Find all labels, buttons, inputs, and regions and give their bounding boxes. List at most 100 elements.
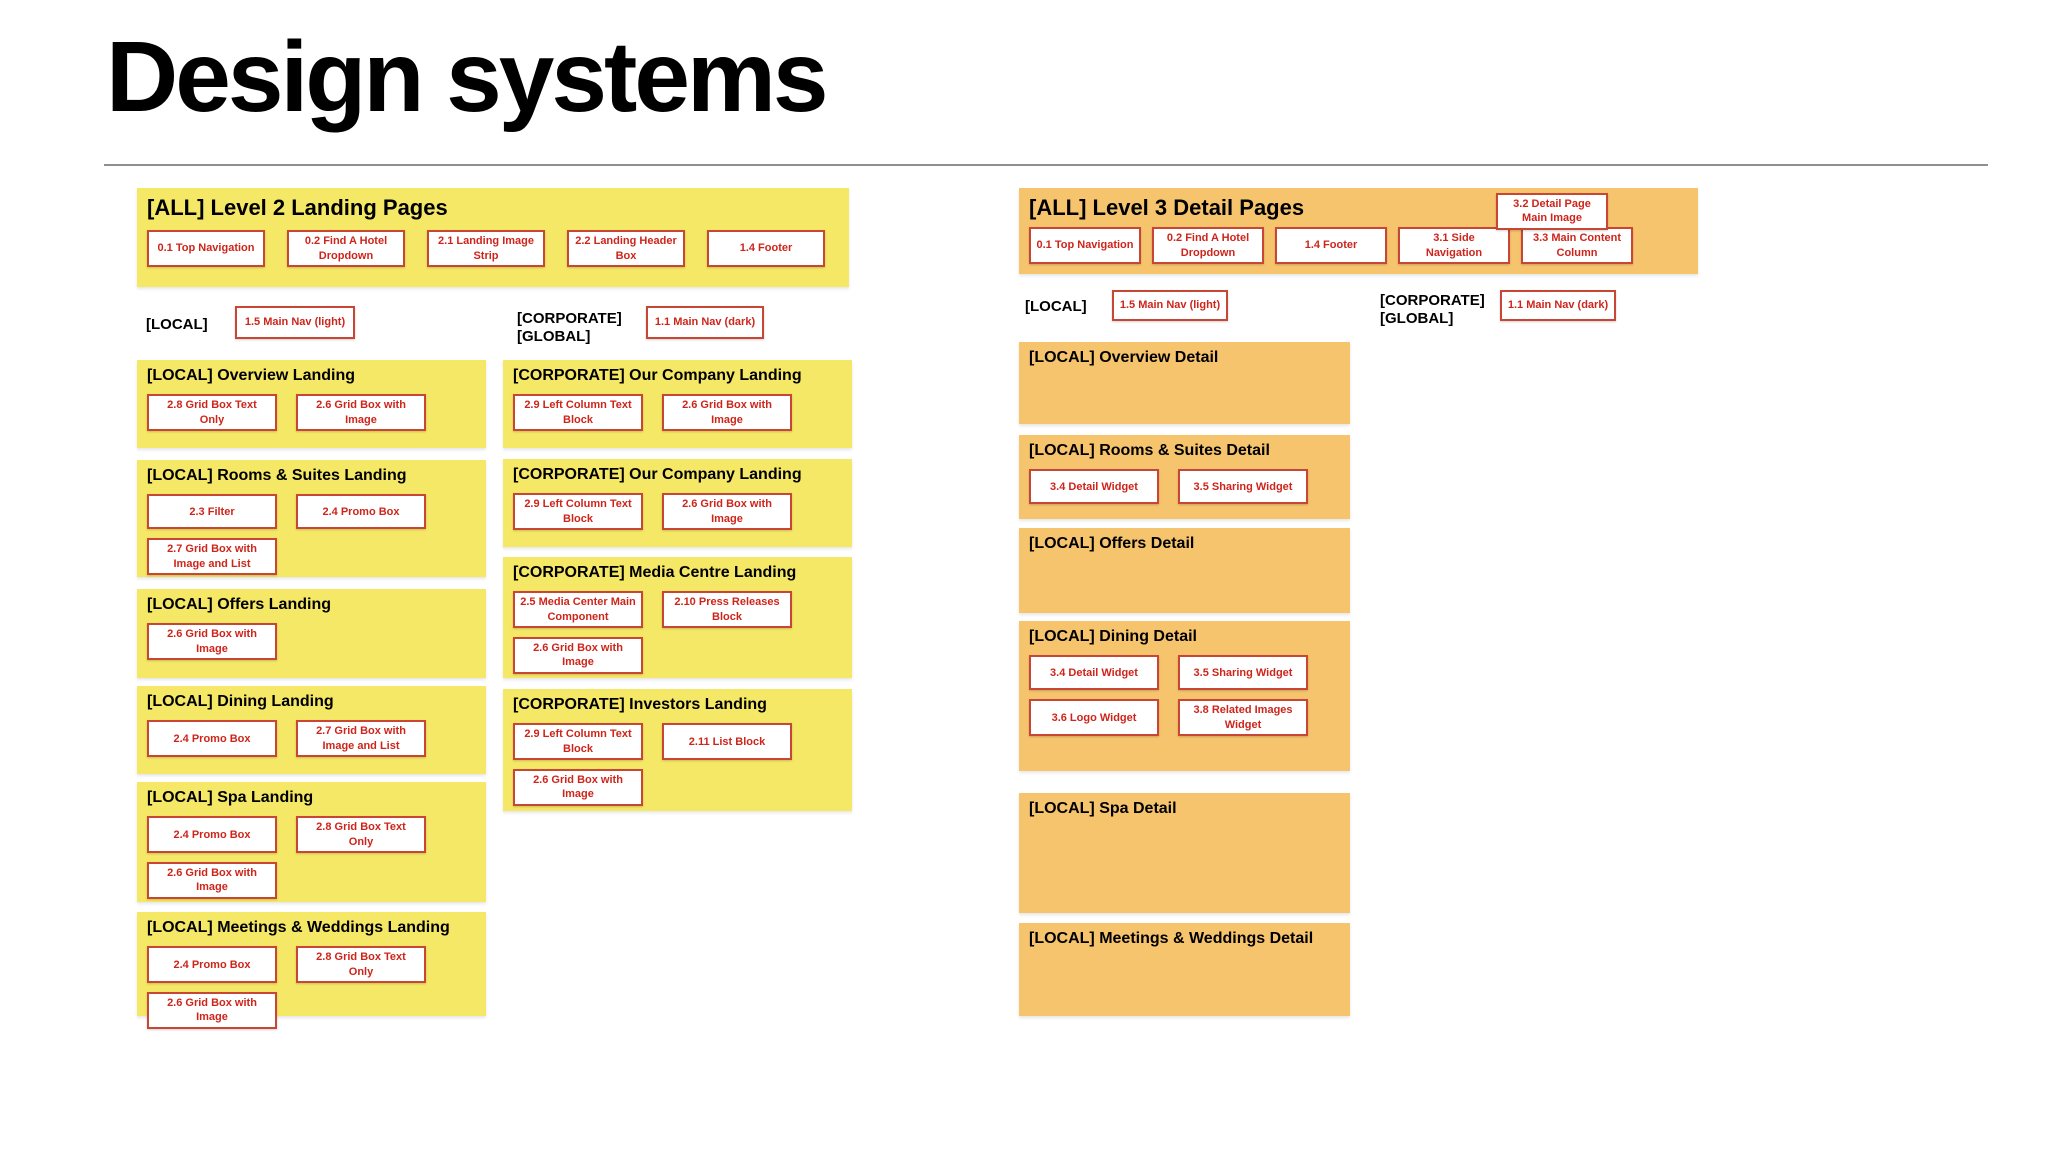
section-components: 2.4 Promo Box 2.8 Grid Box Text Only 2.6 G… (147, 816, 476, 899)
level3-detail-pages-panel: [ALL] Level 3 Detail Pages 3.2 Detail Pa… (1019, 188, 1698, 274)
global-label-line: [GLOBAL] (1380, 310, 1454, 327)
component-box: 3.5 Sharing Widget (1178, 655, 1308, 691)
component-row: 2.7 Grid Box with Image and List (147, 538, 476, 575)
component-box: 3.3 Main Content Column (1521, 227, 1633, 264)
component-row: 2.6 Grid Box with Image (513, 636, 842, 674)
component-box: 2.6 Grid Box with Image (296, 394, 426, 431)
section-components: 2.9 Left Column Text Block 2.11 List Bloc… (513, 723, 842, 806)
section-local-offers-landing: [LOCAL] Offers Landing 2.6 Grid Box with… (137, 589, 486, 678)
section-components: 2.3 Filter 2.4 Promo Box 2.7 Grid Box with… (147, 494, 476, 575)
component-box: 2.4 Promo Box (147, 946, 277, 983)
component-box: 3.1 Side Navigation (1398, 227, 1510, 264)
corporate-label-line: [CORPORATE] (1380, 292, 1485, 309)
title-divider (104, 164, 1988, 166)
component-box: 3.4 Detail Widget (1029, 469, 1159, 505)
component-box: 1.4 Footer (707, 230, 825, 267)
section-title: [CORPORATE] Our Company Landing (513, 367, 802, 384)
section-title: [LOCAL] Rooms & Suites Detail (1029, 442, 1270, 459)
section-corporate-investors-landing: [CORPORATE] Investors Landing 2.9 Left C… (503, 689, 852, 811)
component-box: 2.8 Grid Box Text Only (296, 816, 426, 853)
component-box: 0.2 Find A Hotel Dropdown (287, 230, 405, 267)
component-box: 2.2 Landing Header Box (567, 230, 685, 267)
component-row: 2.6 Grid Box with Image (147, 623, 476, 660)
section-corporate-media-centre-landing: [CORPORATE] Media Centre Landing 2.5 Med… (503, 557, 852, 678)
section-title: [LOCAL] Overview Detail (1029, 349, 1219, 366)
section-local-spa-detail: [LOCAL] Spa Detail (1019, 793, 1350, 913)
component-row: 0.1 Top Navigation 0.2 Find A Hotel Dropd… (1029, 227, 1688, 264)
section-local-spa-landing: [LOCAL] Spa Landing 2.4 Promo Box 2.8 Gri… (137, 782, 486, 902)
section-local-meetings-weddings-landing: [LOCAL] Meetings & Weddings Landing 2.4 … (137, 912, 486, 1029)
component-box: 2.9 Left Column Text Block (513, 493, 643, 530)
component-box: 3.6 Logo Widget (1029, 699, 1159, 736)
component-box: 0.1 Top Navigation (147, 230, 265, 267)
component-box: 2.11 List Block (662, 723, 792, 760)
section-title: [LOCAL] Spa Landing (147, 789, 314, 806)
component-box: 2.4 Promo Box (147, 816, 277, 853)
component-box: 2.7 Grid Box with Image and List (147, 538, 277, 575)
corporate-label-line: [CORPORATE] (517, 310, 622, 327)
component-box: 2.6 Grid Box with Image (662, 394, 792, 431)
main-nav-dark-box: 1.1 Main Nav (dark) (646, 306, 764, 339)
component-box: 3.4 Detail Widget (1029, 655, 1159, 691)
main-nav-light-box: 1.5 Main Nav (light) (1112, 290, 1228, 321)
section-corporate-our-company-landing: [CORPORATE] Our Company Landing 2.9 Left… (503, 360, 852, 448)
component-row: 2.6 Grid Box with Image (147, 861, 476, 899)
component-box: 0.1 Top Navigation (1029, 227, 1141, 264)
component-box: 3.8 Related Images Widget (1178, 699, 1308, 736)
local-label: [LOCAL] (146, 316, 208, 333)
section-local-overview-detail: [LOCAL] Overview Detail (1019, 342, 1350, 424)
section-title: [CORPORATE] Our Company Landing (513, 466, 802, 483)
component-row: 2.9 Left Column Text Block 2.11 List Bloc… (513, 723, 842, 760)
section-components: 2.4 Promo Box 2.8 Grid Box Text Only 2.6 G… (147, 946, 476, 1029)
component-box: 1.4 Footer (1275, 227, 1387, 264)
local-label: [LOCAL] (1025, 298, 1087, 315)
component-box: 2.4 Promo Box (296, 494, 426, 530)
component-box: 2.6 Grid Box with Image (513, 636, 643, 674)
section-title: [LOCAL] Offers Detail (1029, 535, 1195, 552)
component-box: 3.2 Detail Page Main Image (1496, 193, 1608, 230)
section-corporate-our-company-landing-2: [CORPORATE] Our Company Landing 2.9 Left… (503, 459, 852, 547)
component-box: 2.6 Grid Box with Image (147, 991, 277, 1029)
component-box: 2.10 Press Releases Block (662, 591, 792, 628)
level2-landing-pages-panel: [ALL] Level 2 Landing Pages 0.1 Top Navi… (137, 188, 849, 287)
section-components: 3.4 Detail Widget 3.5 Sharing Widget 3.6 L… (1029, 655, 1340, 736)
section-title: [LOCAL] Spa Detail (1029, 800, 1177, 817)
level2-component-rows: 0.1 Top Navigation 0.2 Find A Hotel Dropd… (147, 230, 839, 267)
component-row: 2.6 Grid Box with Image (147, 991, 476, 1029)
component-box: 2.3 Filter (147, 494, 277, 530)
component-box: 2.8 Grid Box Text Only (296, 946, 426, 983)
section-local-overview-landing: [LOCAL] Overview Landing 2.8 Grid Box Te… (137, 360, 486, 448)
global-label-line: [GLOBAL] (517, 328, 591, 345)
section-title: [LOCAL] Dining Landing (147, 693, 334, 710)
level3-panel-title: [ALL] Level 3 Detail Pages (1029, 195, 1305, 220)
section-title: [LOCAL] Dining Detail (1029, 628, 1197, 645)
component-box: 0.2 Find A Hotel Dropdown (1152, 227, 1264, 264)
section-local-rooms-suites-detail: [LOCAL] Rooms & Suites Detail 3.4 Detail… (1019, 435, 1350, 519)
section-title: [CORPORATE] Media Centre Landing (513, 564, 797, 581)
component-row: 3.4 Detail Widget 3.5 Sharing Widget (1029, 655, 1340, 691)
level3-component-rows: 0.1 Top Navigation 0.2 Find A Hotel Dropd… (1029, 227, 1688, 264)
section-local-meetings-weddings-detail: [LOCAL] Meetings & Weddings Detail (1019, 923, 1350, 1016)
section-components: 2.6 Grid Box with Image (147, 623, 476, 660)
component-box: 2.1 Landing Image Strip (427, 230, 545, 267)
component-box: 2.9 Left Column Text Block (513, 723, 643, 760)
section-title: [LOCAL] Rooms & Suites Landing (147, 467, 407, 484)
section-title: [LOCAL] Overview Landing (147, 367, 356, 384)
section-title: [LOCAL] Meetings & Weddings Detail (1029, 930, 1314, 947)
component-row: 2.3 Filter 2.4 Promo Box (147, 494, 476, 530)
